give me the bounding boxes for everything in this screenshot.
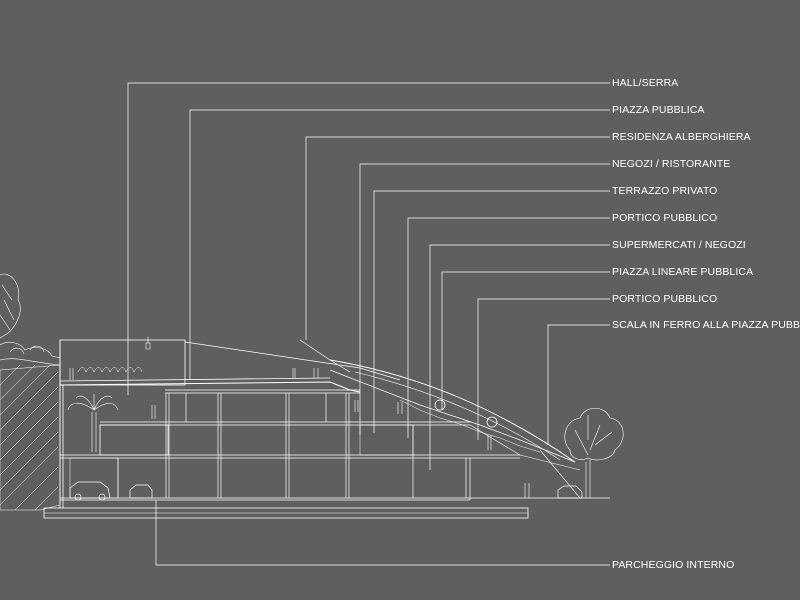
right-tree <box>564 407 624 498</box>
label-parcheggio-interno: PARCHEGGIO INTERNO <box>612 559 735 571</box>
label-residenza-alberghiera: RESIDENZA ALBERGHIERA <box>612 131 751 143</box>
label-terrazzo-privato: TERRAZZO PRIVATO <box>612 185 718 197</box>
people <box>69 337 530 498</box>
label-scala-in-ferro: SCALA IN FERRO ALLA PIAZZA PUBBLICA <box>612 319 800 331</box>
label-negozi-ristorante: NEGOZI / RISTORANTE <box>612 158 731 170</box>
label-piazza-lineare-pubblica: PIAZZA LINEARE PUBBLICA <box>612 266 754 278</box>
roof-planting <box>77 367 143 373</box>
left-trees <box>0 273 61 366</box>
label-portico-pubblico-2: PORTICO PUBBLICO <box>612 293 718 305</box>
parked-cars <box>69 481 583 501</box>
label-hall-serra: HALL/SERRA <box>612 77 679 89</box>
columns <box>117 393 471 500</box>
ground-hatch <box>0 364 61 511</box>
label-supermercati-negozi: SUPERMERCATI / NEGOZI <box>612 239 746 251</box>
leader-lines <box>127 82 610 566</box>
label-portico-pubblico-1: PORTICO PUBBLICO <box>612 212 718 224</box>
label-piazza-pubblica: PIAZZA PUBBLICA <box>612 104 705 116</box>
palm-tree <box>67 394 119 452</box>
